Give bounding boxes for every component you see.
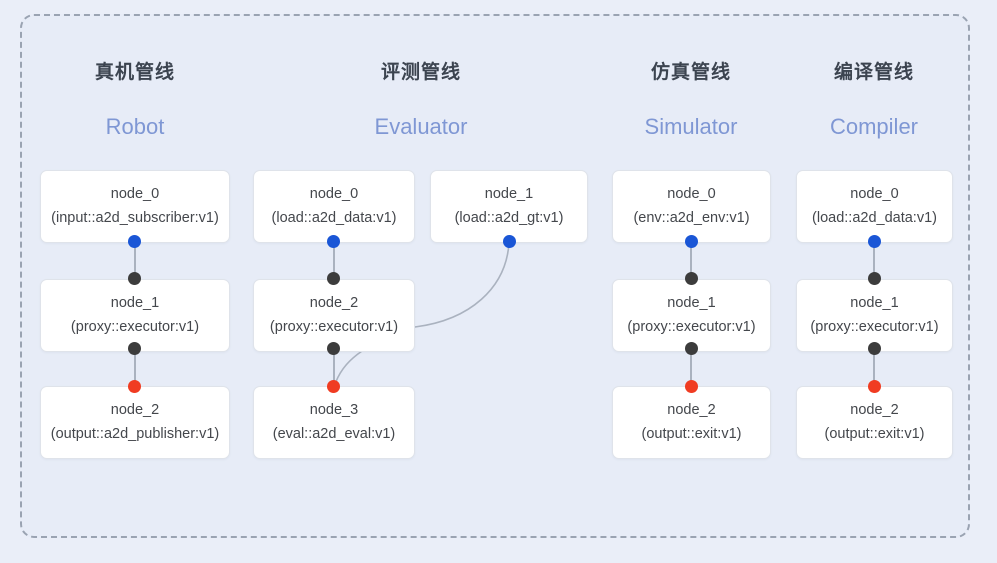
port-output-evaluator-0[interactable] (327, 235, 340, 248)
node-type: (eval::a2d_eval:v1) (272, 426, 396, 442)
node-evaluator-3[interactable]: node_3 (eval::a2d_eval:v1) (253, 386, 415, 459)
node-name: node_2 (850, 402, 899, 419)
port-output-evaluator-2[interactable] (327, 342, 340, 355)
node-robot-1[interactable]: node_1 (proxy::executor:v1) (40, 279, 230, 352)
port-output-robot-0[interactable] (128, 235, 141, 248)
node-simulator-1[interactable]: node_1 (proxy::executor:v1) (612, 279, 771, 352)
node-type: (load::a2d_gt:v1) (454, 210, 564, 226)
port-input-compiler-2[interactable] (868, 380, 881, 393)
node-robot-2[interactable]: node_2 (output::a2d_publisher:v1) (40, 386, 230, 459)
node-name: node_1 (484, 186, 534, 203)
port-output-simulator-1[interactable] (685, 342, 698, 355)
port-input-simulator-1[interactable] (685, 272, 698, 285)
edge-eval-0-2 (333, 241, 335, 281)
node-robot-0[interactable]: node_0 (input::a2d_subscriber:v1) (40, 170, 230, 243)
node-type: (proxy::executor:v1) (810, 319, 939, 335)
node-type: (proxy::executor:v1) (269, 319, 399, 335)
node-name: node_0 (309, 186, 359, 203)
port-input-compiler-1[interactable] (868, 272, 881, 285)
edge-sim-1-2 (690, 348, 692, 388)
node-name: node_0 (667, 186, 716, 203)
node-evaluator-0[interactable]: node_0 (load::a2d_data:v1) (253, 170, 415, 243)
node-evaluator-1[interactable]: node_1 (load::a2d_gt:v1) (430, 170, 588, 243)
node-type: (output::exit:v1) (641, 426, 742, 442)
node-simulator-0[interactable]: node_0 (env::a2d_env:v1) (612, 170, 771, 243)
port-input-evaluator-3[interactable] (327, 380, 340, 393)
port-input-robot-2[interactable] (128, 380, 141, 393)
node-name: node_0 (850, 186, 899, 203)
node-name: node_1 (110, 295, 160, 312)
port-input-robot-1[interactable] (128, 272, 141, 285)
port-output-simulator-0[interactable] (685, 235, 698, 248)
node-type: (output::a2d_publisher:v1) (50, 426, 220, 442)
node-name: node_2 (110, 402, 160, 419)
port-input-simulator-2[interactable] (685, 380, 698, 393)
port-output-compiler-1[interactable] (868, 342, 881, 355)
node-simulator-2[interactable]: node_2 (output::exit:v1) (612, 386, 771, 459)
node-type: (proxy::executor:v1) (70, 319, 200, 335)
edge-sim-0-1 (690, 241, 692, 281)
node-name: node_2 (667, 402, 716, 419)
port-input-evaluator-2[interactable] (327, 272, 340, 285)
node-compiler-0[interactable]: node_0 (load::a2d_data:v1) (796, 170, 953, 243)
edge-robot-1-2 (134, 348, 136, 388)
node-name: node_2 (309, 295, 359, 312)
node-name: node_1 (850, 295, 899, 312)
port-output-evaluator-1[interactable] (503, 235, 516, 248)
node-compiler-2[interactable]: node_2 (output::exit:v1) (796, 386, 953, 459)
node-name: node_1 (667, 295, 716, 312)
node-type: (load::a2d_data:v1) (812, 210, 937, 226)
node-type: (output::exit:v1) (824, 426, 925, 442)
edge-comp-0-1 (873, 241, 875, 281)
node-name: node_0 (110, 186, 160, 203)
node-type: (env::a2d_env:v1) (633, 210, 750, 226)
pipeline-panel (20, 14, 970, 538)
edge-robot-0-1 (134, 241, 136, 281)
node-evaluator-2[interactable]: node_2 (proxy::executor:v1) (253, 279, 415, 352)
port-output-compiler-0[interactable] (868, 235, 881, 248)
edge-comp-1-2 (873, 348, 875, 388)
node-type: (proxy::executor:v1) (627, 319, 756, 335)
node-name: node_3 (309, 402, 359, 419)
port-output-robot-1[interactable] (128, 342, 141, 355)
node-type: (load::a2d_data:v1) (271, 210, 397, 226)
node-type: (input::a2d_subscriber:v1) (51, 210, 219, 226)
